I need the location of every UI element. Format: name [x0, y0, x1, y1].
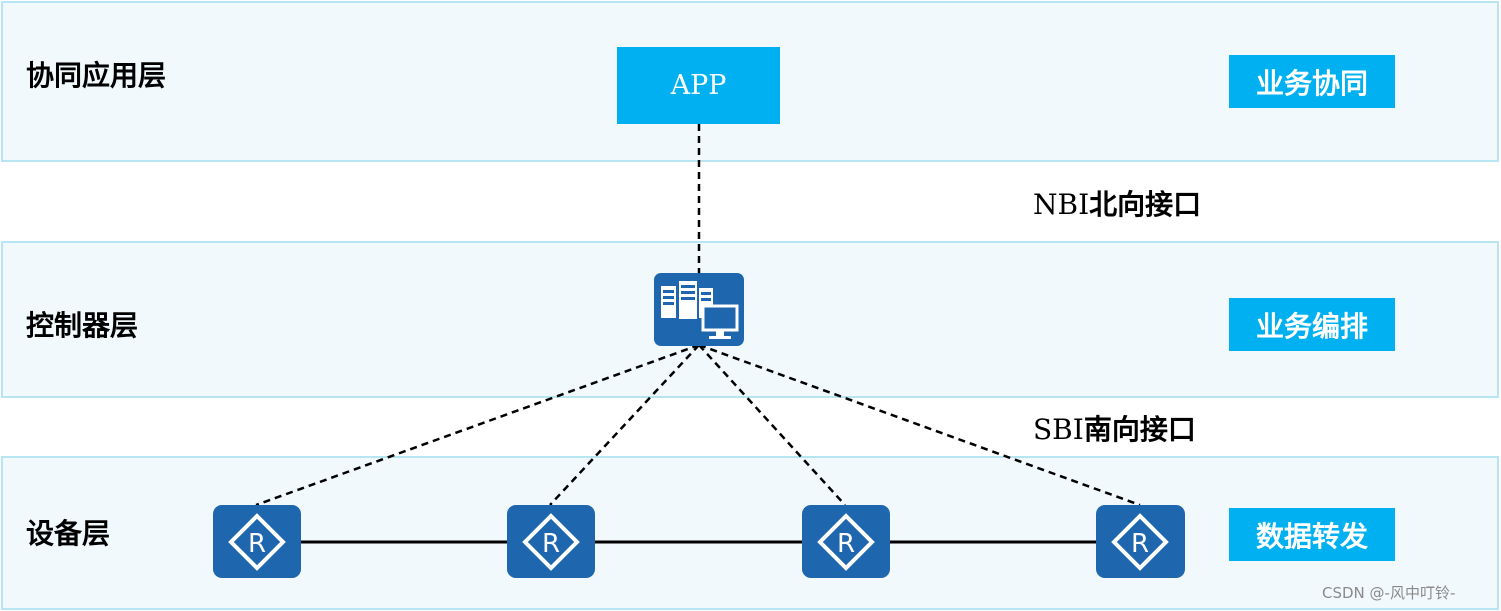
sbi-abbr: SBI: [1033, 413, 1084, 446]
router-icon-3: R: [802, 505, 890, 578]
northbound-interface-label: NBI 北向接口: [1033, 183, 1201, 223]
sbi-name: 南向接口: [1083, 413, 1196, 446]
router-icon-4: R: [1096, 505, 1185, 578]
role-box-collaboration: 业务协同: [1229, 55, 1395, 108]
app-box: APP: [617, 47, 780, 124]
southbound-interface-label: SBI 南向接口: [1033, 408, 1196, 448]
layer-name-application: 协同应用层: [26, 59, 167, 92]
sbi-link-2: [549, 344, 700, 506]
sbi-link-1: [255, 343, 700, 507]
role-label-collaboration: 业务协同: [1255, 66, 1368, 100]
router-label-1: R: [248, 529, 266, 559]
app-label: APP: [670, 70, 727, 101]
role-box-orchestration: 业务编排: [1229, 298, 1395, 351]
controller-icon: [654, 273, 744, 346]
layer-name-device: 设备层: [26, 517, 111, 550]
router-icon-2: R: [507, 505, 595, 578]
layer-name-controller: 控制器层: [26, 309, 139, 342]
nbi-abbr: NBI: [1033, 188, 1090, 221]
router-label-3: R: [837, 529, 855, 559]
nbi-name: 北向接口: [1089, 188, 1202, 221]
role-box-forwarding: 数据转发: [1229, 508, 1395, 561]
role-label-forwarding: 数据转发: [1255, 519, 1368, 553]
watermark: CSDN @-风中叮铃-: [1322, 584, 1456, 602]
router-label-2: R: [542, 529, 560, 559]
router-label-4: R: [1131, 529, 1149, 559]
router-icon-1: R: [213, 505, 301, 578]
sbi-link-4: [698, 343, 1141, 507]
role-label-orchestration: 业务编排: [1255, 309, 1368, 343]
sbi-link-3: [698, 344, 846, 506]
